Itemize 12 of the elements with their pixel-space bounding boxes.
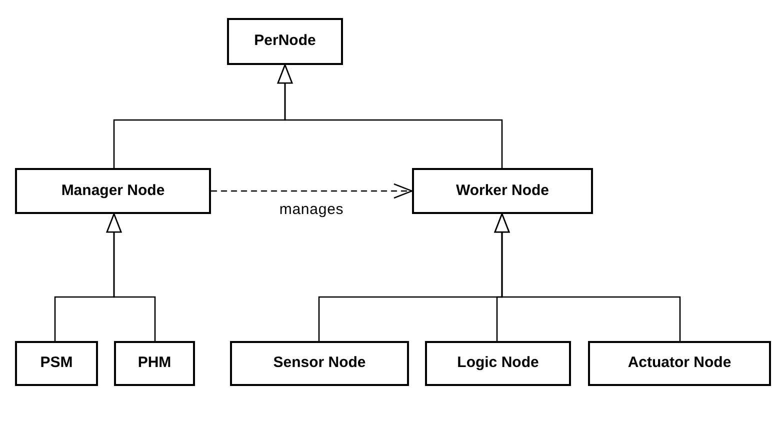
class-box: PSM <box>15 341 98 386</box>
class-box: PHM <box>114 341 195 386</box>
class-box: Manager Node <box>15 168 211 214</box>
dependency-arrow <box>211 183 413 199</box>
class-box: Sensor Node <box>230 341 409 386</box>
class-box: Logic Node <box>425 341 571 386</box>
class-box: Actuator Node <box>588 341 771 386</box>
inheritance-arrow <box>277 64 503 168</box>
class-box: Worker Node <box>412 168 593 214</box>
class-box: PerNode <box>227 18 343 65</box>
inheritance-arrow <box>106 213 156 341</box>
inheritance-arrow <box>494 213 681 341</box>
